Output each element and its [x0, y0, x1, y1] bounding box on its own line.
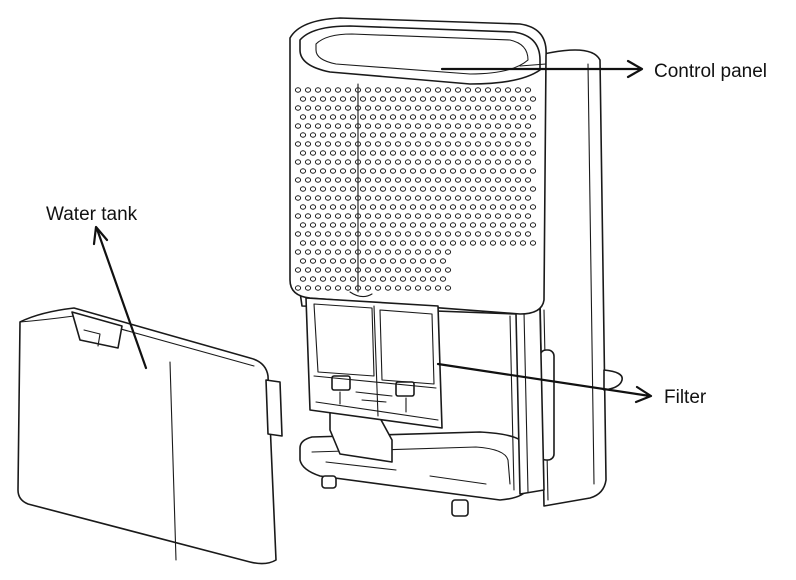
control-panel-arrow [440, 59, 644, 79]
filter-assembly [305, 297, 443, 429]
filter-label: Filter [664, 387, 707, 408]
water-tank-arrow [92, 225, 148, 370]
water-tank [17, 307, 283, 565]
grille-housing [289, 17, 547, 315]
grille-holes [294, 87, 537, 291]
control-panel-label: Control panel [654, 61, 768, 82]
callout-arrows [92, 59, 653, 404]
filter-arrow [436, 362, 653, 404]
water-tank-label: Water tank [46, 204, 138, 225]
